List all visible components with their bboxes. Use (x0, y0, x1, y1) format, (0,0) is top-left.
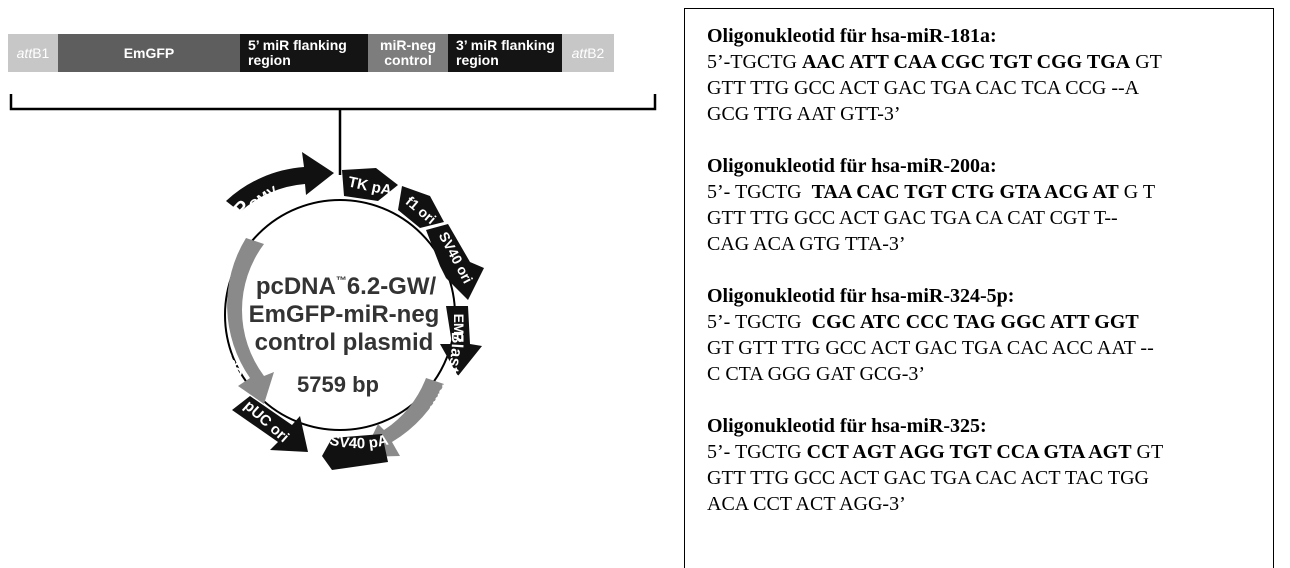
oligo-seq-prefix: 5’- TGCTG (707, 311, 812, 333)
attB2-prefix: att (571, 44, 588, 61)
oligo-seq-line2: GTT TTG GCC ACT GAC TGA CAC TCA CCG --A (707, 77, 1140, 99)
flank3-line2: region (456, 52, 499, 68)
oligo-block-200a: Oligonukleotid für hsa-miR-200a: 5’- TGC… (707, 153, 1273, 257)
svg-text:SV40 pA: SV40 pA (328, 432, 390, 453)
plasmid-map: PCMV TK pA f1 ori SV40 ori EM7 Blasticid… (9, 94, 657, 470)
plasmid-size: 5759 bp (297, 372, 379, 397)
flank3-line1: 3’ miR flanking (456, 37, 555, 53)
emgfp-segment: EmGFP (58, 34, 240, 72)
flank5-line2: region (248, 52, 291, 68)
oligo-seq-prefix: 5’-TGCTG (707, 51, 802, 73)
oligo-seq-bold: CCT AGT AGG TGT CCA GTA AGT (806, 441, 1132, 463)
cassette-bracket (9, 94, 657, 111)
oligo-seq-bold: CGC ATC CCC TAG GGC ATT GGT (811, 311, 1139, 333)
oligo-seq-suffix: G T (1118, 181, 1156, 203)
flank5-line1: 5’ miR flanking (248, 37, 347, 53)
em7-label: EM7 (451, 314, 467, 343)
pucori-arrow (232, 396, 308, 452)
em7-arrow (440, 306, 482, 376)
oligo-title: Oligonukleotid für hsa-miR-181a: (707, 25, 997, 47)
oligo-seq-prefix: 5’- TGCTG (707, 441, 807, 463)
oligo-block-324-5p: Oligonukleotid für hsa-miR-324-5p: 5’- T… (707, 283, 1273, 387)
pcmv-arrow (226, 152, 334, 212)
oligo-title: Oligonukleotid für hsa-miR-325: (707, 415, 987, 437)
f1ori-arrow (398, 186, 444, 228)
oligo-seq-line2: GTT TTG GCC ACT GAC TGA CAC ACT TAC TGG (707, 467, 1149, 489)
plasmid-name-line2: EmGFP-miR-neg (249, 301, 440, 328)
attB1-prefix: att (16, 44, 33, 61)
oligo-seq-line3: CAG ACA GTG TTA-3’ (707, 233, 906, 255)
oligo-list: Oligonukleotid für hsa-miR-181a: 5’-TGCT… (684, 8, 1274, 568)
oligo-seq-suffix: GT (1130, 51, 1162, 73)
emgfp-label: EmGFP (123, 44, 175, 61)
oligo-title: Oligonukleotid für hsa-miR-324-5p: (707, 285, 1015, 307)
oligo-seq-prefix: 5’- TGCTG (707, 181, 812, 203)
tkpa-arrow (342, 168, 398, 201)
mirneg-line1: miR-neg (380, 37, 436, 53)
sv40pa-arrow (322, 434, 388, 470)
oligo-seq-line2: GTT TTG GCC ACT GAC TGA CA CAT CGT T-- (707, 207, 1118, 229)
spectinomycin-arrow (227, 238, 274, 404)
oligo-title: Oligonukleotid für hsa-miR-200a: (707, 155, 997, 177)
oligo-block-181a: Oligonukleotid für hsa-miR-181a: 5’-TGCT… (707, 23, 1273, 127)
plasmid-name-line3: control plasmid (255, 329, 434, 356)
oligo-seq-line3: ACA CCT ACT AGG-3’ (707, 493, 906, 515)
oligo-seq-line3: C CTA GGG GAT GCG-3’ (707, 363, 926, 385)
oligo-seq-suffix: GT (1131, 441, 1164, 463)
oligo-seq-line3: GCG TTG AAT GTT-3’ (707, 103, 901, 125)
sv40ori-arrow (426, 224, 484, 300)
attB1-suffix: B1 (32, 44, 50, 61)
oligo-seq-bold: AAC ATT CAA CGC TGT CGG TGA (801, 51, 1131, 73)
oligo-seq-bold: TAA CAC TGT CTG GTA ACG AT (811, 181, 1119, 203)
sv40pa-label: SV40 pA (328, 432, 390, 453)
attB2-suffix: B2 (587, 44, 605, 61)
plasmid-name-line1: pcDNA™6.2-GW/ (256, 273, 437, 300)
mirneg-line2: control (384, 52, 432, 68)
oligo-block-325: Oligonukleotid für hsa-miR-325: 5’- TGCT… (707, 413, 1273, 517)
oligo-seq-line2: GT GTT TTG GCC ACT GAC TGA CAC ACC AAT -… (707, 337, 1154, 359)
